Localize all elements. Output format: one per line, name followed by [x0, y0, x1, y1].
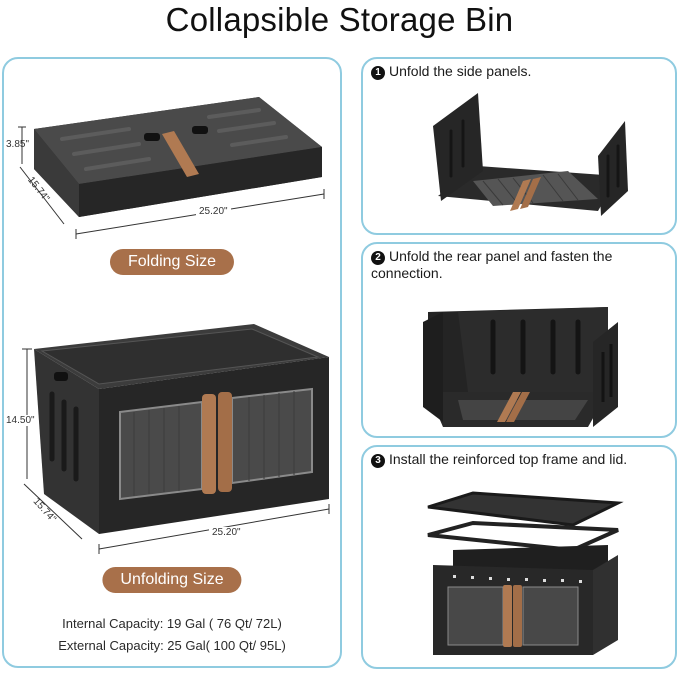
step-1-image: [433, 93, 628, 216]
step-1-panel: 1 Unfold the side panels.: [361, 57, 677, 235]
internal-capacity-text: Internal Capacity: 19 Gal ( 76 Qt/ 72L): [62, 616, 282, 631]
step-2-image: [423, 307, 618, 427]
folded-height-dimension: 3.85": [6, 139, 30, 150]
unfolded-height-dimension: 14.50": [6, 415, 35, 426]
step-3-panel: 3 Install the reinforced top frame and li…: [361, 445, 677, 669]
external-capacity-text: External Capacity: 25 Gal( 100 Qt/ 95L): [58, 638, 286, 653]
size-specs-panel: 3.85" 15.74" 25.20" Folding Size: [2, 57, 342, 668]
step-1-text: Unfold the side panels.: [389, 63, 532, 79]
unfolded-bin-image: [22, 324, 330, 554]
folded-width-dimension: 25.20": [196, 206, 231, 217]
step-2-text: Unfold the rear panel and fasten the con…: [371, 248, 613, 281]
step-number-badge: 2: [371, 251, 385, 265]
step-1-label: 1 Unfold the side panels.: [371, 63, 667, 80]
folded-bin-image: [18, 97, 325, 239]
page-title: Collapsible Storage Bin: [165, 1, 514, 38]
unfolded-width-dimension: 25.20": [209, 527, 244, 538]
unfolding-size-badge: Unfolding Size: [102, 567, 242, 593]
step-3-text: Install the reinforced top frame and lid…: [389, 451, 628, 467]
step-3-label: 3 Install the reinforced top frame and li…: [371, 451, 667, 468]
step-number-badge: 1: [371, 66, 385, 80]
step-3-image: [427, 491, 624, 655]
folding-size-badge: Folding Size: [109, 249, 235, 275]
step-number-badge: 3: [371, 454, 385, 468]
